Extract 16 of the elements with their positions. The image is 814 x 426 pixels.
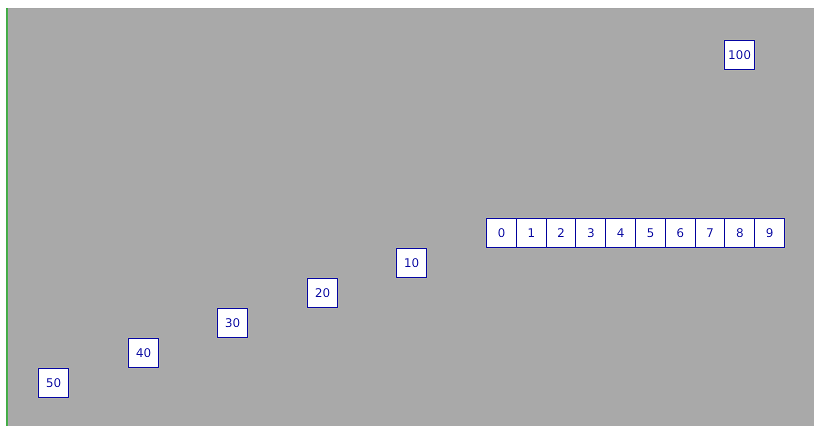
number-box: 8 (724, 218, 756, 248)
number-box: 5 (635, 218, 666, 248)
number-box: 40 (128, 338, 159, 368)
number-box: 7 (694, 218, 726, 248)
number-box: 30 (217, 308, 248, 338)
number-box: 6 (664, 218, 696, 248)
number-box: 4 (605, 218, 636, 248)
number-box: 3 (575, 218, 606, 248)
number-box: 1 (516, 218, 547, 248)
number-box: 9 (754, 218, 785, 248)
number-box: 20 (307, 278, 338, 308)
number-box: 2 (546, 218, 576, 248)
number-box: 50 (38, 368, 69, 398)
number-box: 10 (396, 248, 427, 278)
number-box: 100 (724, 40, 755, 70)
number-box: 0 (486, 218, 517, 248)
